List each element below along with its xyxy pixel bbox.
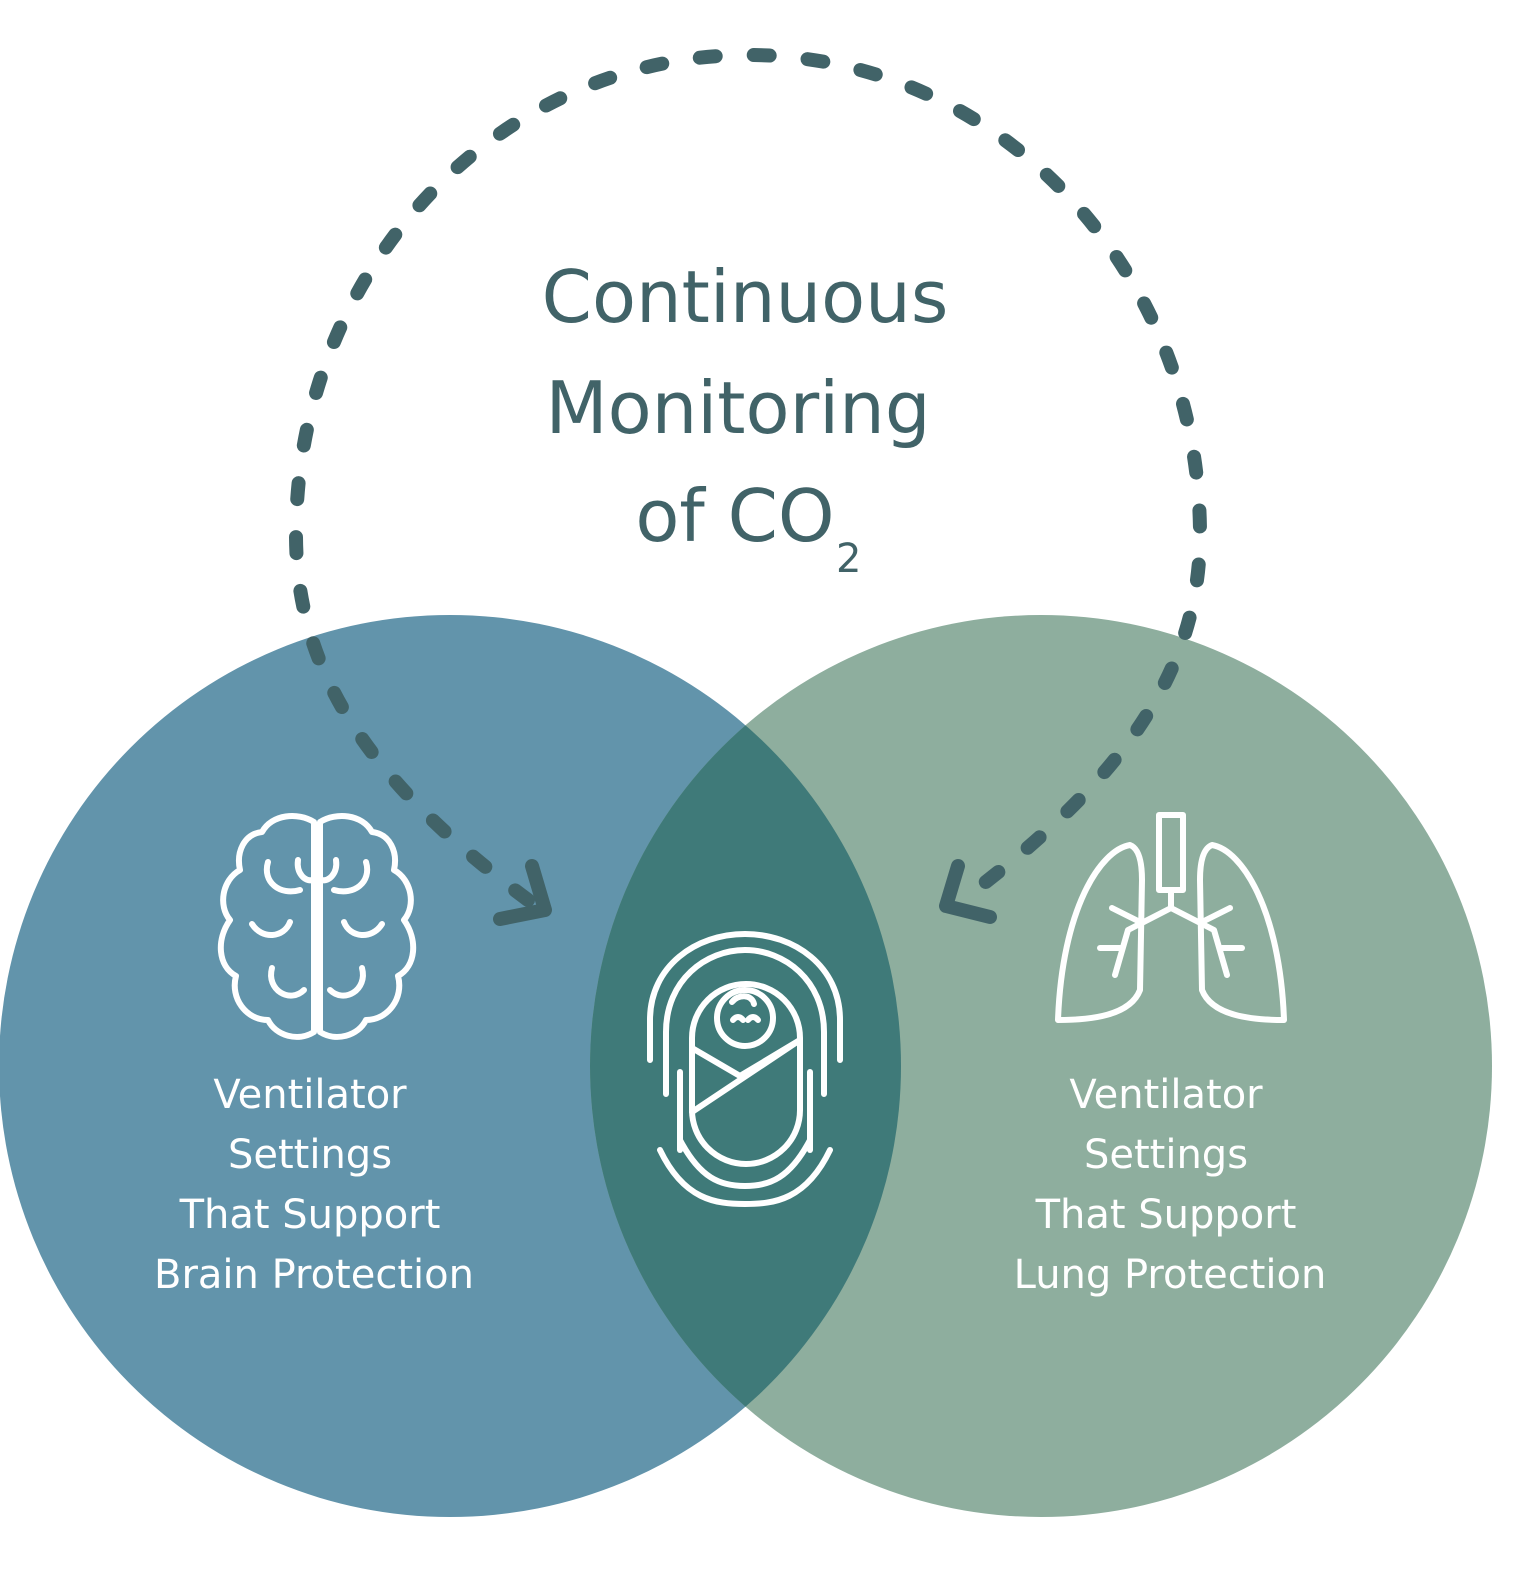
left-label-line-2: Settings — [228, 1132, 392, 1178]
left-label-line-4: Brain Protection — [154, 1252, 474, 1298]
right-label-line-4: Lung Protection — [1014, 1252, 1327, 1298]
lungs-icon — [1055, 812, 1287, 1023]
dotted-arc-arrow — [288, 47, 1208, 907]
swaddled-baby-icon — [647, 931, 843, 1207]
right-arrow-head-icon — [939, 859, 997, 924]
left-label-line-3: That Support — [179, 1192, 441, 1238]
title-line-3: of CO — [635, 474, 834, 558]
right-label-line-2: Settings — [1084, 1132, 1248, 1178]
left-arrow-head-icon — [493, 859, 552, 926]
right-label-line-3: That Support — [1035, 1192, 1297, 1238]
brain-icon — [217, 813, 417, 1040]
left-label-line-1: Ventilator — [213, 1072, 407, 1118]
title-line-2: Monitoring — [545, 366, 930, 450]
title-subscript: 2 — [836, 536, 861, 582]
title-line-1: Continuous — [542, 255, 949, 339]
right-label-line-1: Ventilator — [1069, 1072, 1263, 1118]
overlap-region — [590, 615, 901, 1517]
